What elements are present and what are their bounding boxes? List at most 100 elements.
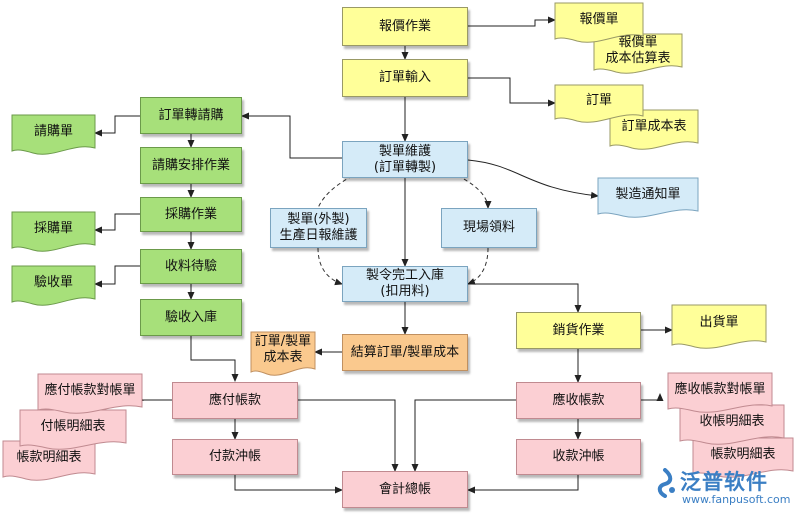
edge-receivable-to-ledger <box>411 399 516 472</box>
doc-label: 報價單 <box>579 11 619 27</box>
doc-receivable-reconcile: 應收帳款對帳單 <box>667 372 773 413</box>
node-label: 銷貨作業 <box>552 322 605 338</box>
doc-order-mfg-cost-table: 訂單/製單 成本表 <box>250 331 316 376</box>
node-label: 請購安排作業 <box>151 157 230 173</box>
doc-label: 採購單 <box>33 220 73 236</box>
node-payable: 應付帳款 <box>172 382 298 419</box>
node-receipt-writeoff: 收款沖帳 <box>516 439 641 475</box>
doc-shipping: 出貨單 <box>671 304 767 349</box>
doc-shape <box>597 177 699 218</box>
doc-label: 應收帳款對帳單 <box>674 381 766 397</box>
doc-payment-detail: 付帳明細表 <box>19 409 127 450</box>
watermark: 泛普软件 www.fanpusoft.com <box>648 466 798 512</box>
node-label: 會計總帳 <box>378 481 431 497</box>
doc-shape <box>593 33 683 74</box>
doc-label: 帳款明細表 <box>16 449 82 465</box>
brand-logo-icon <box>657 468 675 498</box>
doc-shape <box>692 437 794 478</box>
node-general-ledger: 會計總帳 <box>342 471 468 508</box>
node-label: 採購作業 <box>164 206 217 222</box>
doc-label: 訂單/製單 成本表 <box>254 334 312 366</box>
doc-account-detail-left: 帳款明細表 <box>2 440 96 481</box>
doc-shape <box>671 304 767 349</box>
doc-purchase: 採購單 <box>11 211 96 252</box>
node-label: 結算訂單/製單成本 <box>350 344 460 360</box>
doc-shape <box>2 440 96 481</box>
edge-maintain-to-requisition <box>241 112 342 159</box>
node-inspect-stock-in: 驗收入庫 <box>140 299 242 336</box>
edge-purchase-to-purdoc <box>94 213 140 234</box>
edge-receivable-to-reconcile <box>641 393 664 401</box>
doc-requisition: 請購單 <box>11 114 96 155</box>
doc-shape <box>554 84 644 123</box>
doc-shape <box>554 2 644 43</box>
doc-order-cost-table: 訂單成本表 <box>609 109 699 150</box>
doc-shape <box>679 404 785 445</box>
doc-quote-cost-estimate: 報價單 成本估算表 <box>593 33 683 74</box>
edge-complete-to-shipping <box>468 283 582 313</box>
doc-shape <box>19 409 127 450</box>
edge-maintain-to-notice <box>467 159 599 199</box>
edge-rwriteoff-to-ledger <box>467 475 579 494</box>
edge-receive-to-inspdoc <box>94 265 140 288</box>
doc-label: 驗收單 <box>33 274 73 290</box>
node-mfg-complete-stock-in: 製令完工入庫 (扣用料) <box>342 266 468 302</box>
doc-receipt-detail: 收帳明細表 <box>679 404 785 445</box>
node-label: 訂單輸入 <box>378 70 431 85</box>
node-quote-job: 報價作業 <box>342 7 468 46</box>
node-receivable: 應收帳款 <box>516 382 641 419</box>
node-receive-pending: 收料待驗 <box>140 249 242 284</box>
doc-payable-reconcile: 應付帳款對帳單 <box>37 373 143 414</box>
node-label: 報價作業 <box>378 18 431 34</box>
node-label: 應收帳款 <box>552 392 605 408</box>
node-label: 訂單轉請購 <box>158 107 224 123</box>
doc-shape <box>11 114 96 155</box>
watermark-brand: 泛普软件 <box>680 470 768 494</box>
node-label: 付款沖帳 <box>208 449 261 464</box>
doc-label: 報價單 成本估算表 <box>605 34 671 66</box>
node-settle-cost: 結算訂單/製單成本 <box>342 334 468 371</box>
doc-shape <box>609 109 699 150</box>
doc-label: 收帳明細表 <box>699 413 765 429</box>
watermark-url: www.fanpusoft.com <box>682 493 791 506</box>
node-label: 現場領料 <box>462 220 515 235</box>
node-purchase-job: 採購作業 <box>140 197 242 232</box>
doc-label: 訂單成本表 <box>621 118 687 134</box>
doc-shape <box>37 373 143 414</box>
node-label: 驗收入庫 <box>164 309 217 325</box>
doc-inspection: 驗收單 <box>11 265 96 306</box>
doc-shape <box>11 265 96 306</box>
doc-label: 出貨單 <box>699 315 739 331</box>
node-label: 收料待驗 <box>164 258 217 274</box>
doc-label: 製造通知單 <box>615 186 681 202</box>
node-label: 製單維護 (訂單轉製) <box>373 143 437 175</box>
doc-mfg-notice: 製造通知單 <box>597 177 699 218</box>
edge-payable-to-ledger <box>298 399 399 472</box>
doc-label: 請購單 <box>33 123 73 139</box>
node-requisition-schedule: 請購安排作業 <box>140 147 242 184</box>
edge-req-to-reqdoc <box>94 115 140 137</box>
edge-stockin-to-payable <box>190 336 239 382</box>
doc-shape <box>667 372 773 413</box>
node-label: 製單(外製) 生產日報維護 <box>279 212 358 243</box>
doc-label: 帳款明細表 <box>710 446 776 462</box>
edge-dashed-outsource-out <box>317 247 343 286</box>
edge-order-to-orderdoc <box>468 77 556 107</box>
node-label: 收款沖帳 <box>552 449 605 464</box>
node-site-material: 現場領料 <box>441 208 537 248</box>
doc-order: 訂單 <box>554 84 644 123</box>
doc-account-detail-right: 帳款明細表 <box>692 437 794 478</box>
doc-shape <box>250 331 316 376</box>
edge-dashed-site-out <box>467 247 489 285</box>
node-label: 應付帳款 <box>208 392 261 408</box>
node-order-to-requisition: 訂單轉請購 <box>140 97 242 134</box>
node-outsource-daily: 製單(外製) 生產日報維護 <box>270 208 367 248</box>
node-label: 製令完工入庫 (扣用料) <box>365 268 444 299</box>
doc-label: 訂單 <box>585 92 612 108</box>
edge-quote-to-quotedoc <box>468 16 556 27</box>
doc-quote: 報價單 <box>554 2 644 43</box>
doc-label: 應付帳款對帳單 <box>44 382 136 398</box>
edge-writeoff-to-ledger <box>234 475 343 494</box>
node-mfg-order-maintain: 製單維護 (訂單轉製) <box>342 141 468 178</box>
node-order-input: 訂單輸入 <box>342 59 468 97</box>
